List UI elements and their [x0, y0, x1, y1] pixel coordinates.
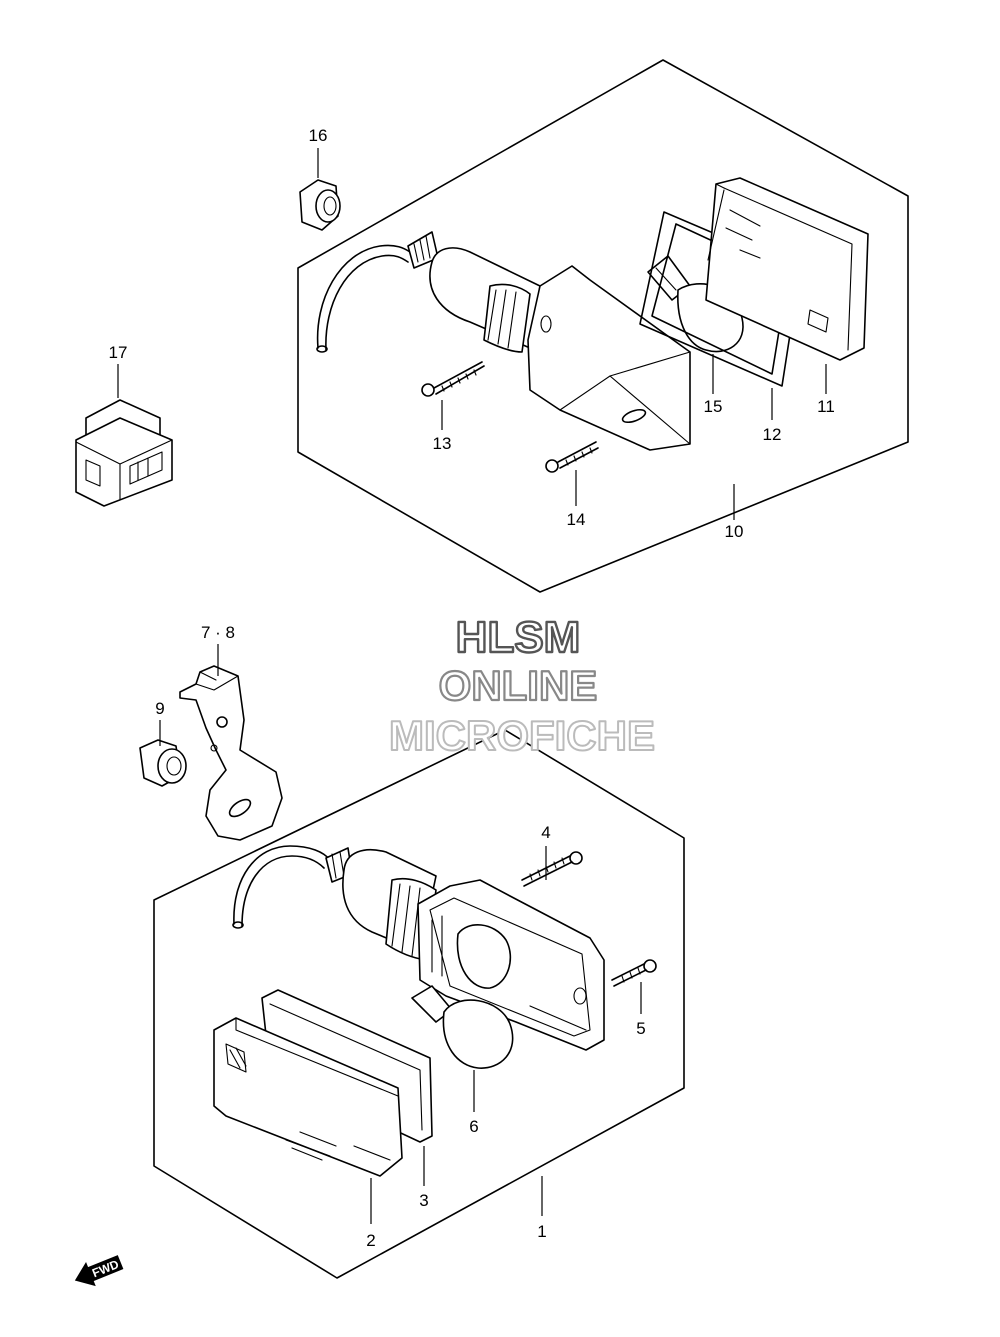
assembly-10-housing — [407, 231, 691, 451]
callout-17: 17 — [109, 343, 128, 362]
watermark-line-2: ONLINE — [439, 662, 598, 709]
grommet-9 — [139, 739, 187, 787]
screw-4 — [521, 851, 583, 887]
fwd-label: FWD — [90, 1257, 121, 1280]
screw-13 — [421, 361, 485, 397]
watermark-line-3: MICROFICHE — [389, 712, 655, 759]
callout-2: 2 — [366, 1231, 375, 1250]
callout-3: 3 — [419, 1191, 428, 1210]
callout-15: 15 — [704, 397, 723, 416]
assembly-1-wire — [232, 845, 331, 929]
assembly-10-wire — [316, 244, 411, 353]
callout-16: 16 — [309, 126, 328, 145]
assembly-10-leaders — [117, 148, 827, 520]
callout-5: 5 — [636, 1019, 645, 1038]
bracket-7-8 — [179, 665, 283, 841]
callout-12: 12 — [763, 425, 782, 444]
callout-13: 13 — [433, 434, 452, 453]
lens-11 — [705, 177, 869, 361]
callout-7-8: 7 · 8 — [201, 623, 235, 642]
callout-4: 4 — [541, 823, 550, 842]
callout-14: 14 — [567, 510, 586, 529]
assembly-10-outline — [297, 59, 909, 593]
callout-labels: 16 17 15 12 11 13 14 10 7 · 8 9 4 5 6 3 … — [109, 126, 835, 1250]
callout-10: 10 — [725, 522, 744, 541]
callout-6: 6 — [469, 1117, 478, 1136]
callout-1: 1 — [537, 1222, 546, 1241]
watermark: HLSM ONLINE MICROFICHE — [388, 612, 656, 760]
assembly-1-leaders — [159, 644, 642, 1224]
lens-2 — [213, 1017, 403, 1177]
forward-direction-arrow: FWD — [74, 1255, 124, 1287]
watermark-line-1: HLSM — [456, 613, 581, 662]
connector-17 — [75, 399, 173, 507]
assembly-1-outline — [153, 729, 685, 1279]
callout-11: 11 — [817, 397, 835, 416]
arrow-icon — [74, 1255, 124, 1287]
callout-9: 9 — [155, 699, 164, 718]
bulb-6 — [411, 985, 514, 1069]
screw-14 — [545, 441, 599, 473]
screw-5 — [611, 959, 657, 987]
assembly-1-housing — [325, 847, 605, 1051]
grommet-16 — [299, 179, 341, 231]
